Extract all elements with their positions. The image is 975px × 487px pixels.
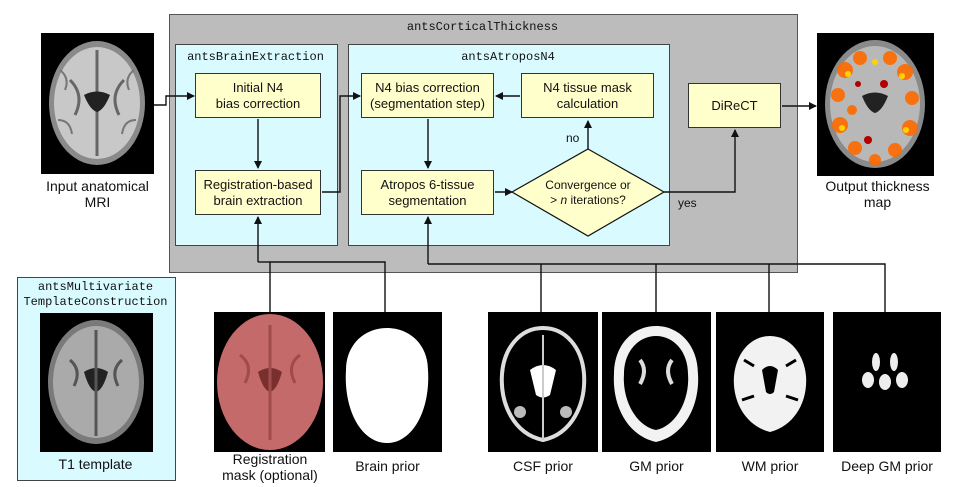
gm-prior-image [602, 312, 711, 452]
brain-extraction-title: antsBrainExtraction [187, 50, 324, 64]
decision-line2: > n iterations? [512, 193, 664, 208]
input-mri-image [41, 33, 154, 174]
deep-gm-prior-label: Deep GM prior [841, 458, 933, 474]
decision-text: Convergence or > n iterations? [512, 178, 664, 208]
atropos-box: Atropos 6-tissue segmentation [361, 170, 494, 215]
registration-mask-label: Registration mask (optional) [222, 451, 318, 483]
csf-prior-image [488, 312, 598, 452]
template-title-line2: TemplateConstruction [23, 295, 168, 309]
csf-prior-label: CSF prior [513, 458, 573, 474]
template-construction-title: antsMultivariate TemplateConstruction [17, 280, 174, 310]
decision-prefix: > [550, 193, 561, 207]
cortical-thickness-title: antsCorticalThickness [406, 20, 559, 34]
input-mri-label: Input anatomical MRI [46, 178, 149, 210]
output-thickness-image [817, 33, 934, 176]
decision-line1: Convergence or [545, 178, 631, 192]
n4-tissue-mask-box: N4 tissue mask calculation [521, 73, 654, 118]
gm-prior-label: GM prior [629, 458, 684, 474]
direct-box: DiReCT [688, 83, 781, 128]
t1-template-label: T1 template [58, 456, 133, 472]
registration-extraction-box: Registration-based brain extraction [195, 170, 321, 215]
wm-prior-label: WM prior [741, 458, 799, 474]
t1-template-image [40, 313, 153, 452]
brain-prior-image [333, 312, 442, 452]
registration-mask-image [214, 312, 325, 452]
atropos-n4-title: antsAtroposN4 [461, 50, 555, 64]
yes-label: yes [678, 196, 697, 210]
n4-segmentation-box: N4 bias correction (segmentation step) [361, 73, 494, 118]
deep-gm-prior-image [833, 312, 941, 452]
decision-suffix: iterations? [567, 193, 626, 207]
convergence-decision-diamond [510, 148, 666, 237]
no-label: no [566, 131, 580, 145]
template-title-line1: antsMultivariate [37, 280, 154, 294]
wm-prior-image [716, 312, 824, 452]
brain-prior-label: Brain prior [355, 458, 420, 474]
output-thickness-label: Output thickness map [825, 178, 930, 210]
initial-n4-box: Initial N4 bias correction [195, 73, 321, 118]
decision-var: n [560, 193, 568, 207]
